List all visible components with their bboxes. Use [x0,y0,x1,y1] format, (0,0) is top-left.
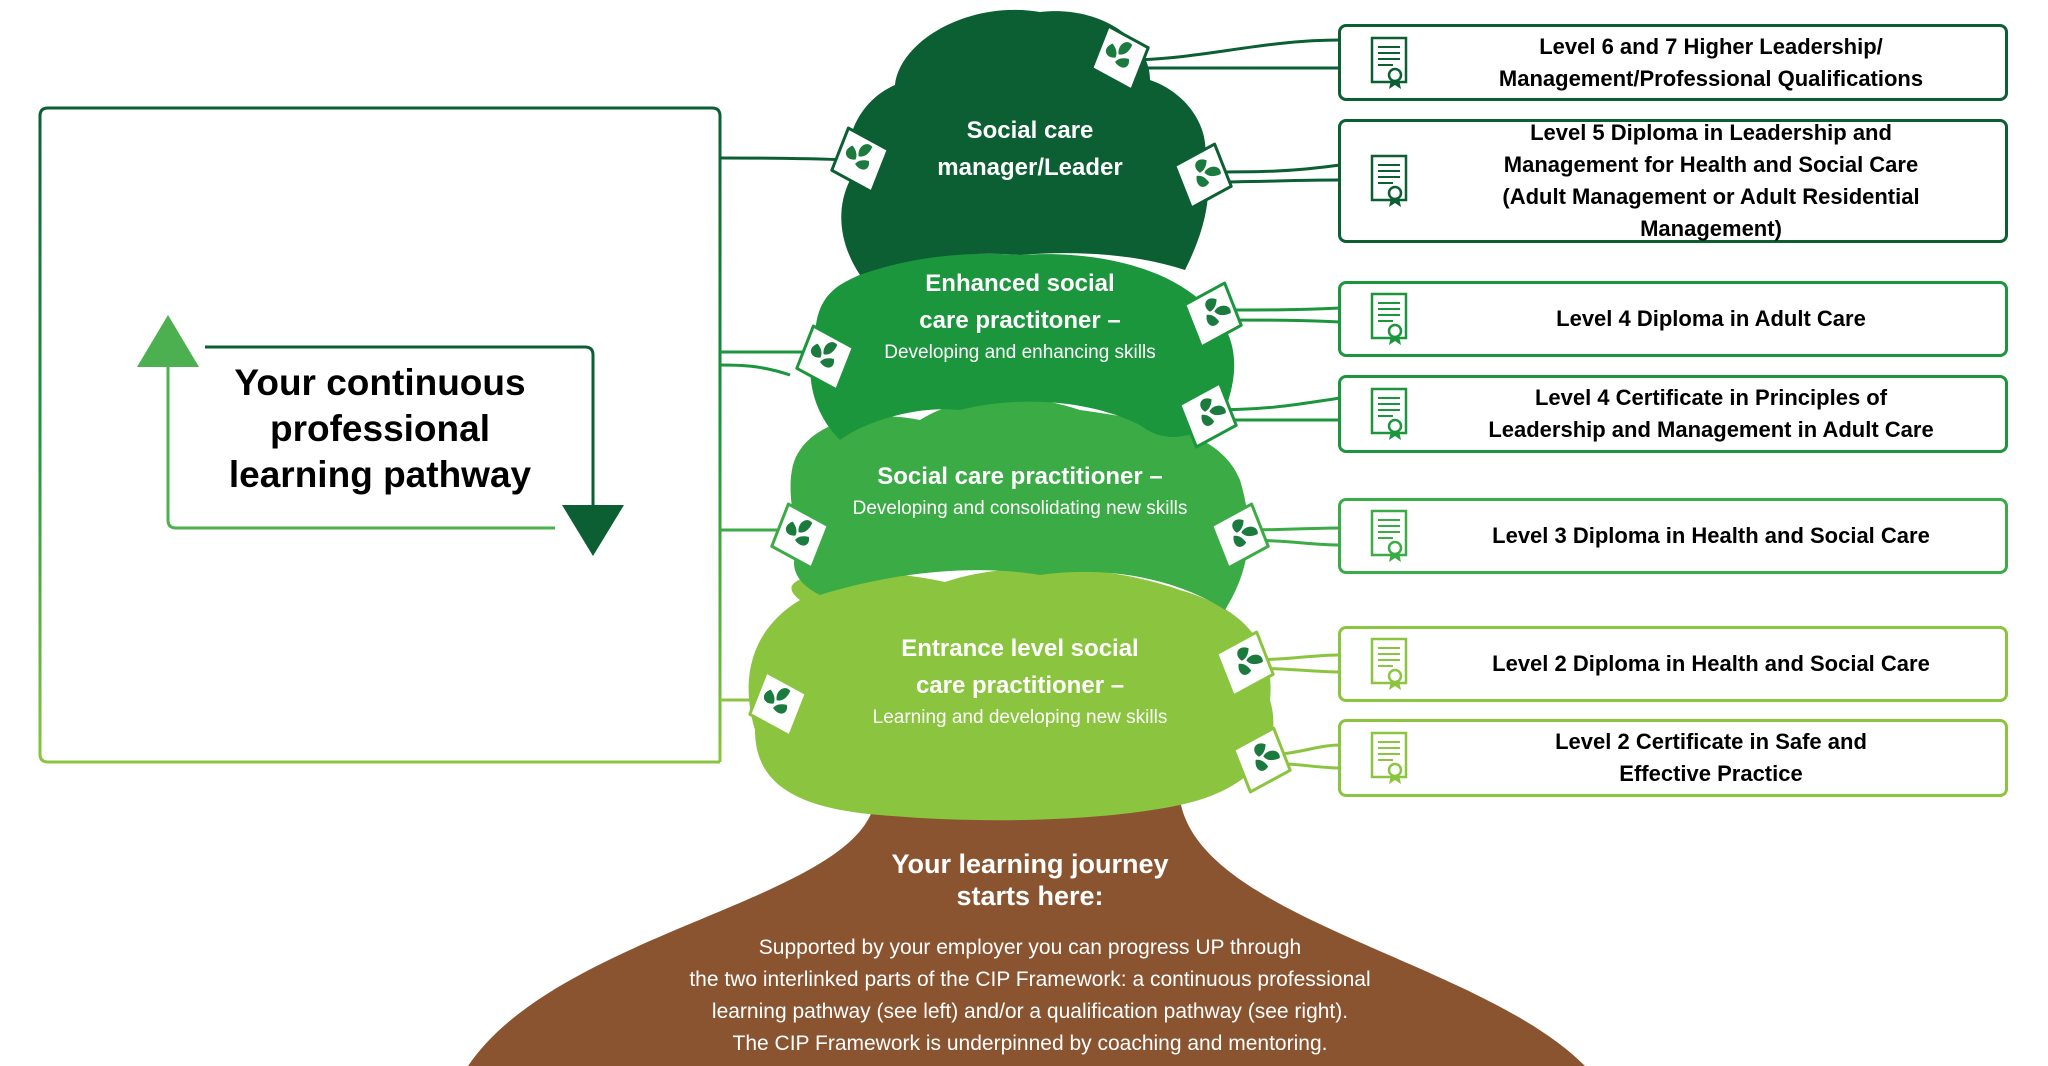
trunk-body-line: the two interlinked parts of the CIP Fra… [689,968,1371,991]
trunk-heading-line: Your learning journey [891,849,1169,879]
certificate-icon [1370,36,1408,89]
qualification-text: Level 5 Diploma in Leadership and Manage… [1341,117,2005,245]
leaf-icon [795,324,855,392]
qualification-line: Level 2 Certificate in Safe and [1555,729,1867,754]
leaf-icon [1173,142,1233,210]
qualification-line: Effective Practice [1619,761,1803,786]
leaf-icon [1090,24,1150,92]
certificate-icon [1370,637,1408,690]
level-title: Entrance level social [901,635,1139,662]
level-title: care practitoner – [919,307,1121,334]
level-manager: Social care manager/Leader [880,112,1180,186]
qualification-line: Level 4 Certificate in Principles of [1534,385,1888,410]
qualification-text: Level 3 Diploma in Health and Social Car… [1341,520,2005,552]
level-enhanced: Enhanced social care practitoner – Devel… [840,265,1200,367]
canopy-practitioner [790,397,1249,610]
certificate-icon [1370,292,1408,345]
qualification-text: Level 2 Certificate in Safe and Effectiv… [1341,726,2005,790]
qualification-line: Level 6 and 7 Higher Leadership/ [1539,33,1883,59]
qualification-line: Level 3 Diploma in Health and Social Car… [1492,523,1930,548]
qualification-box: Level 3 Diploma in Health and Social Car… [1338,498,2008,574]
qualification-line: (Adult Management or Adult Residential M… [1502,184,1920,241]
qualification-line: Level 2 Diploma in Health and Social Car… [1492,651,1930,676]
leaf-icon [1183,281,1243,349]
canopy-enhanced [810,253,1235,440]
canopy-entrance-level [748,568,1274,821]
qualification-box: Level 2 Diploma in Health and Social Car… [1338,626,2008,702]
level-subtitle: Developing and consolidating new skills [852,498,1188,519]
leaf-icon [1178,381,1238,449]
pathway-title: Your continuous professional learning pa… [228,362,532,495]
trunk-body-line: learning pathway (see left) and/or a qua… [711,1000,1349,1023]
leaf-icon [830,126,890,194]
level-subtitle: Learning and developing new skills [872,707,1168,728]
leaf-icon [1210,502,1270,570]
leaf-badges [748,24,1292,794]
leaf-icon [748,670,808,738]
certificate-icon [1370,509,1408,562]
level-entrance: Entrance level social care practitioner … [830,630,1210,732]
qualification-text: Level 4 Certificate in Principles of Lea… [1341,382,2005,446]
leaf-icon [770,502,830,570]
trunk-body-line: The CIP Framework is underpinned by coac… [732,1032,1328,1055]
qualification-line: Leadership and Management in Adult Care [1488,417,1934,442]
trunk-heading: Your learning journey starts here: [740,848,1320,912]
trunk-heading-line: starts here: [956,881,1104,911]
trunk-shape [468,800,1585,1066]
qualification-line: Level 4 Diploma in Adult Care [1556,306,1866,331]
certificate-icon [1370,387,1408,440]
leaf-icon [1215,630,1275,698]
cycle-arrows [137,315,624,556]
pathway-box-outline [38,106,722,764]
qualification-box: Level 4 Diploma in Adult Care [1338,281,2008,357]
level-title: manager/Leader [937,154,1123,181]
level-subtitle: Developing and enhancing skills [884,342,1156,363]
qualification-line: Management for Health and Social Care [1503,152,1919,177]
qualification-text: Level 4 Diploma in Adult Care [1341,303,2005,335]
level-title: Social care practitioner – [877,463,1163,490]
qualification-box: Level 4 Certificate in Principles of Lea… [1338,375,2008,453]
qualification-line: Level 5 Diploma in Leadership and [1530,120,1892,145]
leaf-icon [1232,726,1292,794]
qualification-box: Level 5 Diploma in Leadership and Manage… [1338,119,2008,243]
level-title: care practitioner – [915,672,1125,699]
certificate-icon [1370,154,1408,207]
qualification-text: Level 2 Diploma in Health and Social Car… [1341,648,2005,680]
trunk-body: Supported by your employer you can progr… [600,932,1460,1060]
qualification-text: Level 6 and 7 Higher Leadership/ Managem… [1341,31,2005,95]
level-practitioner: Social care practitioner – Developing an… [810,458,1230,523]
qualification-box: Level 6 and 7 Higher Leadership/ Managem… [1338,24,2008,101]
qualification-box: Level 2 Certificate in Safe and Effectiv… [1338,719,2008,797]
trunk-body-line: Supported by your employer you can progr… [758,936,1302,959]
certificate-icon [1370,731,1408,784]
level-title: Enhanced social [925,270,1115,297]
qualification-line: Management/Professional Qualifications [1498,65,1924,91]
level-title: Social care [966,117,1094,144]
